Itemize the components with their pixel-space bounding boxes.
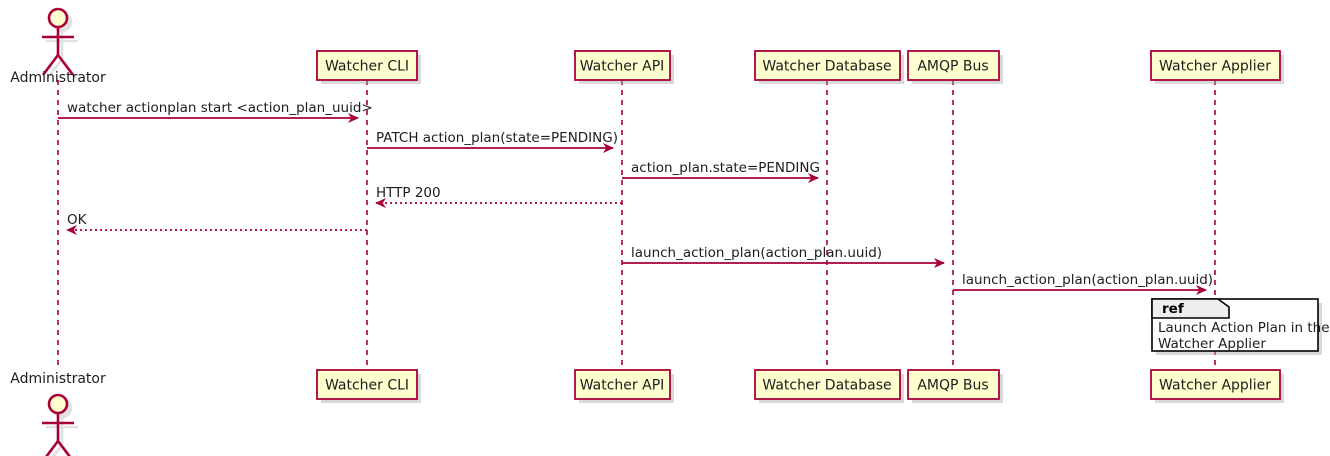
ref-fragment-line-1: Watcher Applier: [1158, 336, 1266, 352]
message-label-4: OK: [67, 212, 88, 228]
participant-label-api: Watcher API: [580, 59, 665, 75]
message-1-cli-to-api: PATCH action_plan(state=PENDING): [367, 130, 618, 153]
message-3-api-to-cli: HTTP 200: [375, 185, 622, 208]
actor-label-administrator-top: Administrator: [10, 70, 106, 86]
actor-bottom-group: Administrator: [10, 371, 106, 456]
message-label-1: PATCH action_plan(state=PENDING): [376, 130, 618, 146]
message-2-api-to-database: action_plan.state=PENDING: [622, 160, 820, 183]
participant-label-cli: Watcher CLI: [325, 378, 409, 394]
actor-top-group: Administrator: [10, 7, 106, 86]
actor-label-administrator-bottom: Administrator: [10, 371, 106, 387]
actor-administrator-bottom[interactable]: Administrator: [10, 371, 106, 456]
participant-box-amqp-top[interactable]: AMQP Bus: [907, 50, 1003, 84]
ref-fragment-keyword: ref: [1162, 301, 1184, 317]
message-label-5: launch_action_plan(action_plan.uuid): [631, 245, 882, 261]
participant-boxes-bottom: Watcher CLI Watcher API Watcher Database AM…: [316, 369, 1284, 403]
message-label-3: HTTP 200: [376, 185, 441, 201]
participant-label-database: Watcher Database: [762, 59, 891, 75]
participant-box-applier-bottom[interactable]: Watcher Applier: [1150, 369, 1284, 403]
lifelines-group: [57, 80, 1216, 370]
message-label-6: launch_action_plan(action_plan.uuid): [962, 272, 1213, 288]
participant-box-api-top[interactable]: Watcher API: [574, 50, 674, 84]
participant-label-api: Watcher API: [580, 378, 665, 394]
participant-label-cli: Watcher CLI: [325, 59, 409, 75]
messages-group: watcher actionplan start <action_plan_uu…: [58, 100, 1213, 295]
participant-label-amqp: AMQP Bus: [917, 59, 988, 75]
participant-box-cli-top[interactable]: Watcher CLI: [316, 50, 421, 84]
message-label-2: action_plan.state=PENDING: [631, 160, 820, 176]
participant-box-cli-bottom[interactable]: Watcher CLI: [316, 369, 421, 403]
ref-fragment-line-0: Launch Action Plan in the: [1158, 320, 1330, 336]
ref-fragment-body: [1151, 298, 1319, 352]
participant-box-applier-top[interactable]: Watcher Applier: [1150, 50, 1284, 84]
participant-label-amqp: AMQP Bus: [917, 378, 988, 394]
message-label-0: watcher actionplan start <action_plan_uu…: [67, 100, 373, 116]
message-0-administrator-to-cli: watcher actionplan start <action_plan_uu…: [58, 100, 373, 123]
message-4-cli-to-administrator: OK: [66, 212, 367, 235]
participant-box-api-bottom[interactable]: Watcher API: [574, 369, 674, 403]
participant-label-applier: Watcher Applier: [1159, 378, 1271, 394]
participant-box-database-bottom[interactable]: Watcher Database: [754, 369, 904, 403]
actor-administrator-top[interactable]: Administrator: [10, 7, 106, 86]
participant-label-applier: Watcher Applier: [1159, 59, 1271, 75]
participant-box-database-top[interactable]: Watcher Database: [754, 50, 904, 84]
participant-boxes-top: Watcher CLI Watcher API Watcher Database AM…: [316, 50, 1284, 84]
message-6-amqp-to-applier: launch_action_plan(action_plan.uuid): [953, 272, 1213, 295]
participant-box-amqp-bottom[interactable]: AMQP Bus: [907, 369, 1003, 403]
ref-fragment-header: [1151, 298, 1230, 319]
message-5-api-to-amqp: launch_action_plan(action_plan.uuid): [622, 245, 945, 268]
participant-label-database: Watcher Database: [762, 378, 891, 394]
